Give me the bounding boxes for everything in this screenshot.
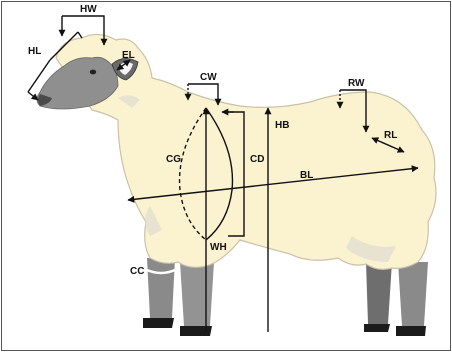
hoof	[364, 324, 390, 332]
sheep-eye	[90, 70, 96, 75]
hind-left-leg	[366, 262, 392, 324]
label-el: EL	[122, 50, 135, 61]
label-hl: HL	[28, 46, 41, 57]
hoof	[180, 326, 212, 336]
label-wh: WH	[210, 242, 227, 253]
label-rl: RL	[384, 130, 397, 141]
hoof	[143, 318, 174, 328]
label-cd: CD	[250, 154, 264, 165]
front-left-leg	[147, 258, 175, 318]
label-bl: BL	[300, 170, 313, 181]
label-cg: CG	[166, 154, 181, 165]
front-right-leg	[180, 262, 214, 326]
label-hw: HW	[80, 4, 97, 15]
label-hb: HB	[275, 120, 289, 131]
hoof	[396, 326, 426, 336]
label-rw: RW	[348, 78, 365, 89]
label-cw: CW	[200, 72, 217, 83]
hind-right-leg	[398, 262, 428, 326]
label-cc: CC	[130, 266, 144, 277]
